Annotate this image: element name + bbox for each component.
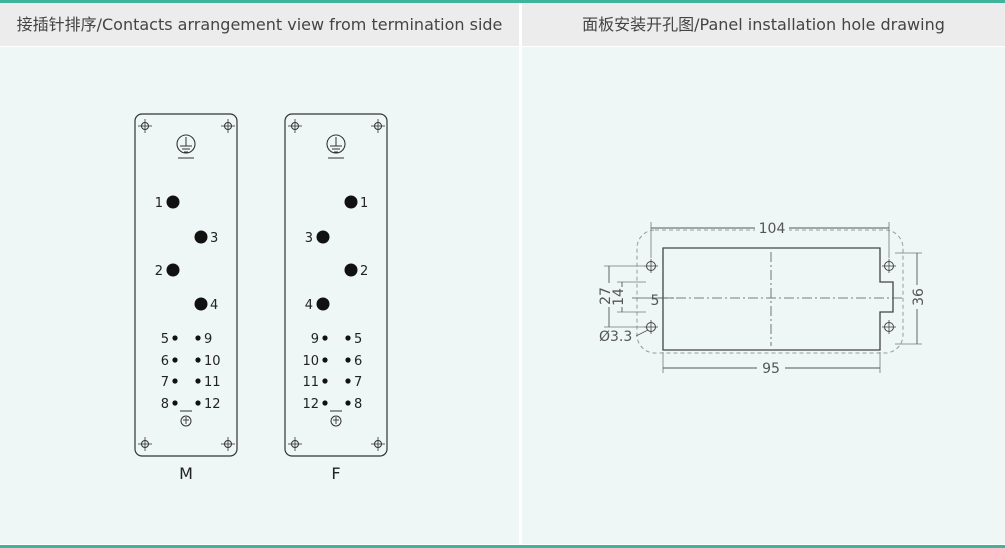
signal-contact — [195, 357, 201, 363]
screw-hole-icon — [138, 119, 152, 133]
earth-ground-icon — [326, 134, 346, 159]
signal-contact-label: 11 — [204, 375, 221, 390]
mounting-hole-icon — [644, 259, 658, 273]
contact-arrangement-diagram: 1 3 2 4 5 9 6 10 7 11 8 12M 1 3 2 4 9 5 10 6 11 7 12 8F — [134, 113, 388, 483]
signal-contact — [345, 357, 351, 363]
dim-95-label: 95 — [762, 361, 780, 377]
earth-ground-icon — [176, 134, 196, 159]
power-contact — [194, 230, 208, 244]
signal-contact-label: 9 — [311, 332, 319, 347]
cutout-outline — [662, 247, 894, 351]
screw-hole-icon — [371, 437, 385, 451]
power-contact-label: 3 — [210, 231, 218, 246]
insert-caption: M — [179, 464, 193, 483]
female-insert: 1 3 2 4 9 5 10 6 11 7 12 8F — [284, 113, 388, 483]
screw-hole-icon — [371, 119, 385, 133]
signal-contact — [345, 378, 351, 384]
panel-cutout-diagram: 104 95 36 27 14 5 Ø3.3 — [598, 219, 927, 377]
signal-contact-label: 9 — [204, 332, 212, 347]
contacts-arrangement-panel — [0, 47, 519, 544]
dim-36-label: 36 — [911, 288, 927, 306]
signal-contact-label: 5 — [161, 332, 169, 347]
power-contact-label: 1 — [155, 196, 163, 211]
signal-contact-label: 11 — [302, 375, 319, 390]
signal-contact — [345, 400, 351, 406]
screw-hole-icon — [221, 437, 235, 451]
male-insert: 1 3 2 4 5 9 6 10 7 11 8 12M — [134, 113, 238, 483]
power-contact-label: 4 — [305, 298, 313, 313]
insert-caption: F — [331, 464, 340, 483]
signal-contact — [195, 335, 201, 341]
signal-contact-label: 8 — [354, 397, 362, 412]
signal-contact — [172, 357, 178, 363]
signal-contact-label: 10 — [302, 354, 319, 369]
signal-contact-label: 5 — [354, 332, 362, 347]
contacts-arrangement-header: 接插针排序/Contacts arrangement view from ter… — [0, 3, 519, 46]
mounting-hole-icon — [644, 320, 658, 334]
screw-hole-icon — [221, 119, 235, 133]
signal-contact — [322, 400, 328, 406]
signal-contact-label: 12 — [302, 397, 319, 412]
dim-104-label: 104 — [759, 221, 786, 237]
insert-outline — [284, 113, 388, 457]
power-contact — [166, 195, 180, 209]
signal-contact-label: 6 — [161, 354, 169, 369]
screw-hole-icon — [138, 437, 152, 451]
power-contact-label: 2 — [155, 264, 163, 279]
power-contact — [344, 263, 358, 277]
signal-contact-label: 7 — [161, 375, 169, 390]
signal-contact — [345, 335, 351, 341]
insert-outline — [134, 113, 238, 457]
power-contact — [166, 263, 180, 277]
bottom-accent-line — [0, 545, 1005, 548]
signal-contact — [195, 400, 201, 406]
signal-contact — [322, 378, 328, 384]
signal-contact — [322, 357, 328, 363]
power-contact-label: 1 — [360, 196, 368, 211]
power-contact — [316, 297, 330, 311]
signal-contact-label: 6 — [354, 354, 362, 369]
mounting-hole-icon — [882, 320, 896, 334]
power-contact — [316, 230, 330, 244]
dim-5-label: 5 — [651, 293, 660, 309]
signal-contact-label: 12 — [204, 397, 221, 412]
power-contact-label: 2 — [360, 264, 368, 279]
power-contact-label: 3 — [305, 231, 313, 246]
hole-diameter-label: Ø3.3 — [599, 329, 632, 345]
power-contact — [194, 297, 208, 311]
signal-contact-label: 7 — [354, 375, 362, 390]
ground-small-icon — [180, 410, 192, 427]
dim-27-label: 27 — [598, 287, 614, 305]
power-contact-label: 4 — [210, 298, 218, 313]
panel-hole-header: 面板安装开孔图/Panel installation hole drawing — [522, 3, 1005, 46]
screw-hole-icon — [288, 437, 302, 451]
column-divider — [519, 3, 522, 545]
mounting-hole-icon — [882, 259, 896, 273]
signal-contact — [195, 378, 201, 384]
signal-contact — [172, 335, 178, 341]
top-accent-line — [0, 0, 1005, 3]
signal-contact — [172, 378, 178, 384]
signal-contact — [322, 335, 328, 341]
signal-contact — [172, 400, 178, 406]
screw-hole-icon — [288, 119, 302, 133]
signal-contact-label: 10 — [204, 354, 221, 369]
dim-14-label: 14 — [611, 288, 627, 306]
power-contact — [344, 195, 358, 209]
ground-small-icon — [330, 410, 342, 427]
signal-contact-label: 8 — [161, 397, 169, 412]
